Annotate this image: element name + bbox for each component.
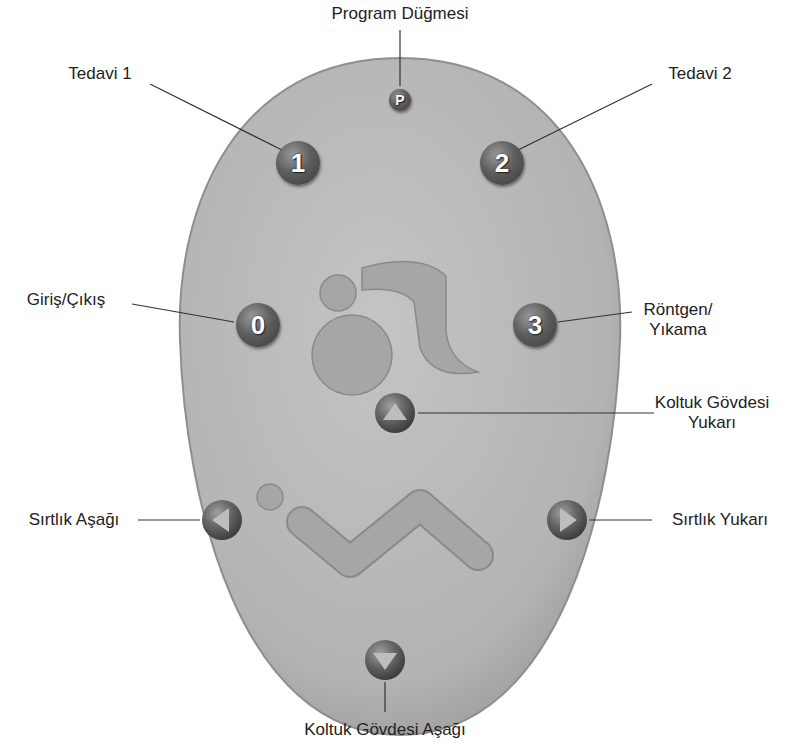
remote-button: 3 — [513, 303, 557, 347]
button-label: P — [395, 93, 404, 107]
callout-label: Sırtlık Aşağı — [29, 510, 120, 530]
callout-label: Koltuk Gövdesi Yukarı — [648, 393, 776, 434]
callout-label: Röntgen/ Yıkama — [637, 300, 719, 341]
remote-button: 2 — [480, 141, 524, 185]
arrow-down-button — [365, 640, 405, 680]
remote-body — [180, 58, 621, 735]
arrow-left-button — [202, 500, 242, 540]
button-label: 0 — [251, 312, 265, 338]
callout-label: Koltuk Gövdesi Aşağı — [304, 720, 466, 740]
zigzag-mark — [257, 484, 478, 562]
callout-label: Sırtlık Yukarı — [672, 510, 768, 530]
remote-button: P — [389, 89, 411, 111]
logo — [312, 262, 478, 395]
callout-label: Tedavi 1 — [68, 64, 131, 84]
leader-lines — [132, 30, 654, 712]
arrow-right-button — [547, 500, 587, 540]
callout-label: Giriş/Çıkış — [27, 290, 105, 310]
remote-button: 1 — [276, 141, 320, 185]
remote-button: 0 — [236, 303, 280, 347]
arrow-buttons — [202, 393, 587, 680]
button-label: 2 — [495, 150, 509, 176]
button-label: 1 — [291, 150, 305, 176]
button-label: 3 — [528, 312, 542, 338]
callout-label: Tedavi 2 — [668, 64, 731, 84]
callout-label: Program Düğmesi — [332, 4, 469, 24]
arrow-up-button — [375, 393, 415, 433]
